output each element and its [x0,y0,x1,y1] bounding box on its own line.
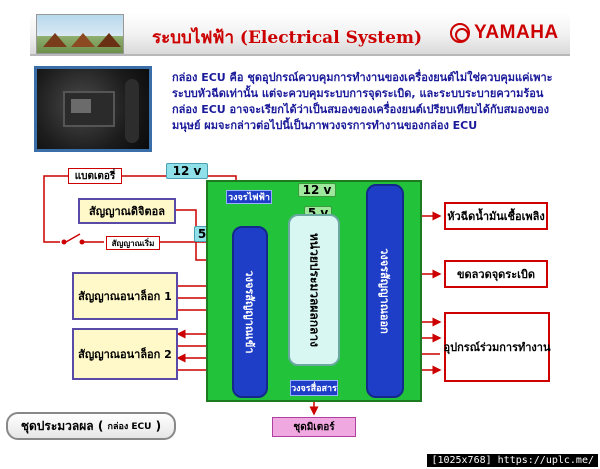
battery-box: แบตเตอรี่ [68,168,122,184]
devices-output-box: อุปกรณ์ร่วมการทำงาน [444,312,550,382]
voltage-12v-inner-label: 12 v [298,183,336,197]
ecu-photo [34,66,152,152]
analog-signal-1-box: สัญญาณอนาล็อก 1 [72,272,178,320]
cpu-label: หน่วยประมวลผลกลาง [307,233,322,347]
digital-signal-box: สัญญาณดิจิตอล [78,198,176,224]
input-circuit-label: วงจรสัญญาณเข้า [243,270,256,354]
ignition-output-box: ขดลวดจุดระเบิด [444,260,548,288]
analog-signal-2-box: สัญญาณอนาล็อก 2 [72,328,178,380]
page-title: ระบบไฟฟ้า (Electrical System) [152,28,422,48]
input-circuit-bar: วงจรสัญญาณเข้า [232,226,268,398]
ecu-unit-close: ) [155,419,162,433]
injector-output-box: หัวฉีดน้ำมันเชื้อเพลิง [444,202,548,230]
comm-circuit-box: วงจรสื่อสาร [290,380,338,396]
ecu-unit-small-text: กล่อง ECU [107,422,152,432]
header-thumbnail-image [36,14,124,54]
footer-watermark: [1025x768] https://uplc.me/ [427,454,598,467]
meter-box: ชุดมิเตอร์ [272,417,356,437]
voltage-12v-label: 12 v [166,163,208,179]
header: ระบบไฟฟ้า (Electrical System) YAMAHA [0,0,600,64]
yamaha-emblem-icon [450,23,470,43]
ecu-unit-text: ชุดประมวลผล ( [20,418,104,433]
cpu-block: หน่วยประมวลผลกลาง [288,214,340,366]
brand-name: YAMAHA [474,22,559,43]
output-circuit-bar: วงจรสัญญาณออก [366,184,404,398]
ecu-unit-label: ชุดประมวลผล ( กล่อง ECU ) [6,412,176,440]
start-signal-box: สัญญาณเริ่ม [106,236,160,250]
description-text: กล่อง ECU คือ ชุดอุปกรณ์ควบคุมการทำงานขอ… [172,71,553,132]
output-circuit-label: วงจรสัญญาณออก [378,248,391,334]
power-circuit-box: วงจรไฟฟ้า [226,190,272,204]
brand-logo: YAMAHA [450,22,559,44]
